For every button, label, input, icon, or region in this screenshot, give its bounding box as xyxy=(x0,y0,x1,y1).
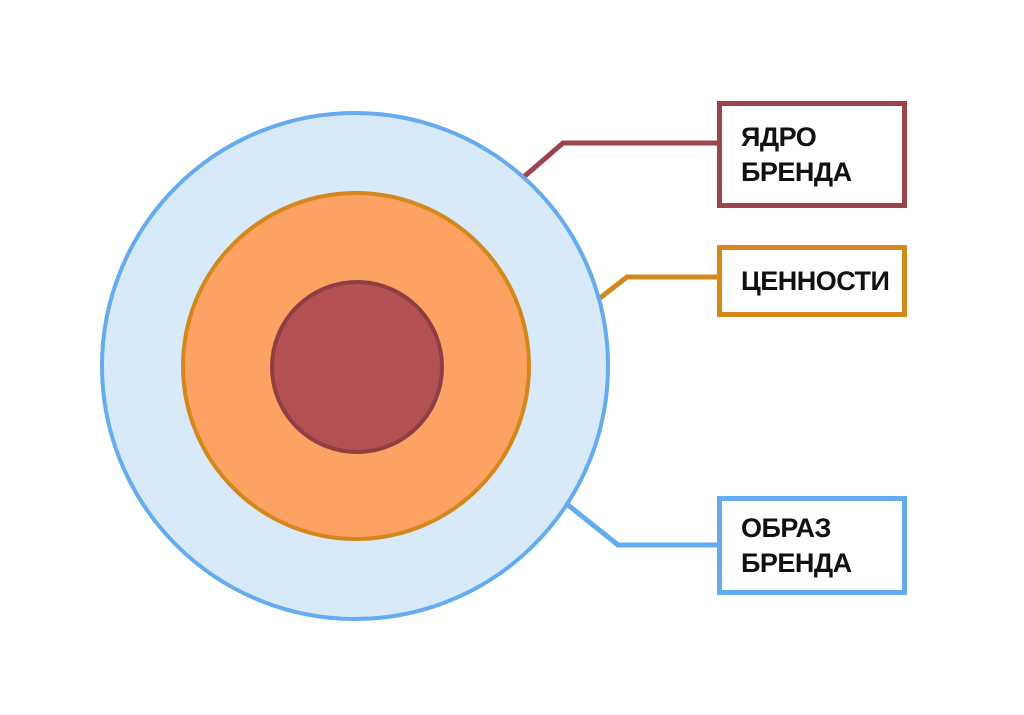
brand-core-label-box: ЯДРО БРЕНДА xyxy=(717,101,907,208)
brand-core-label-line1: ЯДРО xyxy=(741,121,817,152)
brand-image-label-line1: ОБРАЗ xyxy=(741,512,831,543)
brand-core-label-line2: БРЕНДА xyxy=(741,156,852,187)
brand-image-label-line2: БРЕНДА xyxy=(741,547,852,578)
brand-image-connector xyxy=(566,503,723,548)
values-label-line1: ЦЕННОСТИ xyxy=(741,265,890,296)
brand-core-circle xyxy=(270,280,444,454)
brand-image-label-box: ОБРАЗ БРЕНДА xyxy=(717,496,907,595)
values-label-box: ЦЕННОСТИ xyxy=(717,245,907,317)
